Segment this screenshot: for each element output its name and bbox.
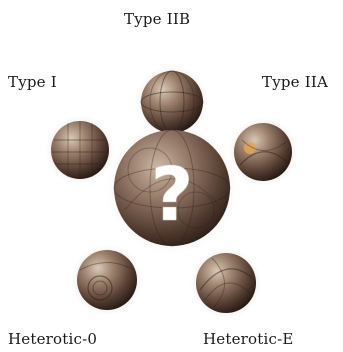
sphere-type-iib — [134, 64, 210, 140]
sphere-type-iia — [227, 116, 299, 188]
label-type-iib: Type IIB — [124, 10, 190, 28]
label-heterotic-e: Heterotic-E — [203, 330, 294, 348]
label-heterotic-0: Heterotic-0 — [8, 330, 97, 348]
sphere-heterotic-0 — [70, 243, 144, 317]
sphere-heterotic-e — [189, 246, 263, 320]
label-type-iia: Type IIA — [262, 73, 328, 91]
sphere-type-i — [44, 114, 116, 186]
question-mark: ? — [151, 152, 194, 238]
label-type-i: Type I — [8, 73, 57, 91]
center-sphere: ? — [114, 130, 230, 246]
